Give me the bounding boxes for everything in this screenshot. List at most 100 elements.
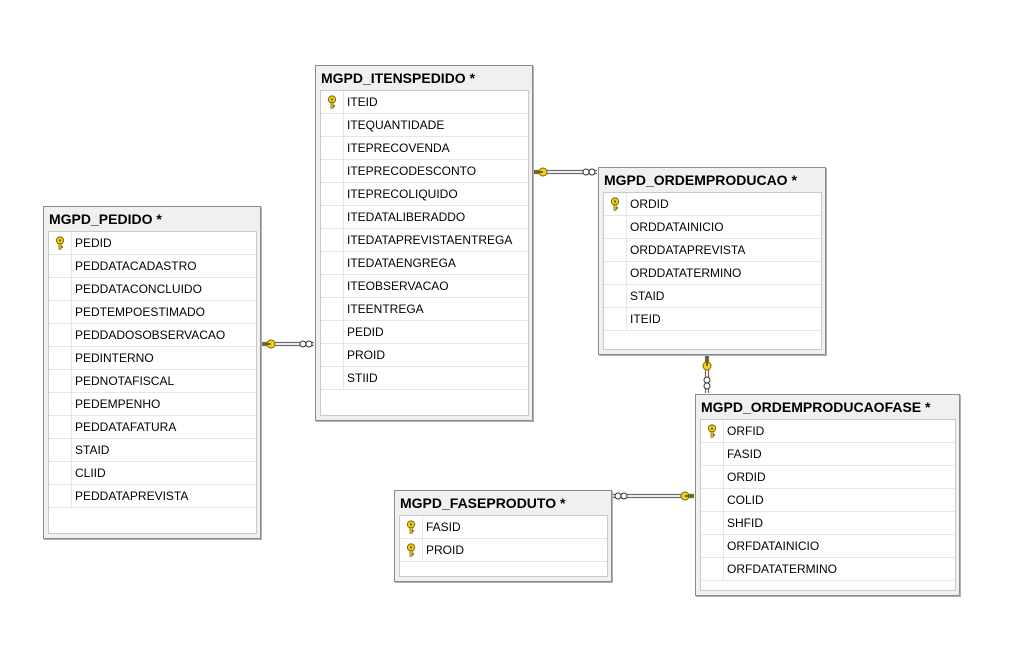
column-row[interactable]: ITEDATAENGREGA [321, 252, 528, 275]
row-selector[interactable] [49, 439, 72, 461]
column-row[interactable]: PROID [321, 344, 528, 367]
column-row[interactable]: ITEOBSERVACAO [321, 275, 528, 298]
row-selector[interactable] [49, 462, 72, 484]
row-selector[interactable] [321, 137, 344, 159]
column-row[interactable]: PEDID [321, 321, 528, 344]
column-name: ITEID [347, 95, 378, 109]
row-selector[interactable] [604, 193, 627, 215]
column-row[interactable]: PEDTEMPOESTIMADO [49, 301, 256, 324]
row-selector[interactable] [321, 252, 344, 274]
row-selector[interactable] [701, 466, 724, 488]
column-row[interactable]: STIID [321, 367, 528, 390]
column-row[interactable]: FASID [400, 516, 607, 539]
row-selector[interactable] [400, 516, 423, 538]
column-row[interactable]: PEDDATAPREVISTA [49, 485, 256, 508]
column-row[interactable]: FASID [701, 443, 955, 466]
row-selector[interactable] [321, 321, 344, 343]
relationship-ordemproducao-itenspedido [534, 167, 597, 177]
row-selector[interactable] [321, 229, 344, 251]
column-name: ITEENTREGA [347, 302, 424, 316]
table-ordemproducao[interactable]: MGPD_ORDEMPRODUCAO * ORDID ORDDATAINICIO OR… [598, 167, 826, 355]
column-row[interactable]: ITEENTREGA [321, 298, 528, 321]
row-selector[interactable] [701, 535, 724, 557]
column-name: PROID [347, 348, 386, 362]
column-row[interactable]: ITEID [604, 308, 821, 331]
row-selector[interactable] [49, 255, 72, 277]
row-selector[interactable] [49, 370, 72, 392]
row-selector[interactable] [49, 232, 72, 254]
row-selector[interactable] [321, 344, 344, 366]
column-name: PEDID [347, 325, 384, 339]
column-row[interactable]: STAID [49, 439, 256, 462]
column-row[interactable]: ORFDATAINICIO [701, 535, 955, 558]
row-selector[interactable] [604, 285, 627, 307]
column-row[interactable]: PEDEMPENHO [49, 393, 256, 416]
column-row[interactable]: ITEPRECOVENDA [321, 137, 528, 160]
column-row[interactable]: PEDDATACADASTRO [49, 255, 256, 278]
column-row[interactable]: ITEPRECOLIQUIDO [321, 183, 528, 206]
table-title[interactable]: MGPD_FASEPRODUTO * [400, 495, 566, 511]
column-row[interactable]: PEDDATACONCLUIDO [49, 278, 256, 301]
table-title[interactable]: MGPD_PEDIDO * [49, 211, 162, 227]
row-selector[interactable] [49, 324, 72, 346]
column-row[interactable]: PEDNOTAFISCAL [49, 370, 256, 393]
column-row[interactable]: ORDDATAPREVISTA [604, 239, 821, 262]
table-title[interactable]: MGPD_ORDEMPRODUCAOFASE * [701, 399, 931, 415]
column-row[interactable]: PEDDATAFATURA [49, 416, 256, 439]
column-row[interactable]: PEDID [49, 232, 256, 255]
row-selector[interactable] [321, 298, 344, 320]
row-selector[interactable] [701, 443, 724, 465]
column-row[interactable]: ORFID [701, 420, 955, 443]
column-row[interactable]: PEDDADOSOBSERVACAO [49, 324, 256, 347]
row-selector[interactable] [604, 239, 627, 261]
row-selector[interactable] [49, 278, 72, 300]
row-selector[interactable] [321, 367, 344, 389]
row-selector[interactable] [701, 489, 724, 511]
column-row[interactable]: ORDID [604, 193, 821, 216]
row-selector[interactable] [321, 183, 344, 205]
column-name: ORDID [727, 470, 766, 484]
column-row[interactable]: ITEPRECODESCONTO [321, 160, 528, 183]
column-row[interactable]: PEDINTERNO [49, 347, 256, 370]
column-row[interactable]: ORDDATAINICIO [604, 216, 821, 239]
column-row[interactable]: ORDDATATERMINO [604, 262, 821, 285]
column-name: COLID [727, 493, 764, 507]
column-name: ORDDATAINICIO [630, 220, 724, 234]
column-name: ITEOBSERVACAO [347, 279, 449, 293]
row-selector[interactable] [49, 347, 72, 369]
row-selector[interactable] [49, 393, 72, 415]
table-title[interactable]: MGPD_ITENSPEDIDO * [321, 70, 476, 86]
row-selector[interactable] [321, 206, 344, 228]
column-row[interactable]: ITEDATAPREVISTAENTREGA [321, 229, 528, 252]
row-selector[interactable] [49, 301, 72, 323]
row-selector[interactable] [604, 262, 627, 284]
column-row[interactable]: PROID [400, 539, 607, 562]
row-selector[interactable] [321, 275, 344, 297]
column-row[interactable]: COLID [701, 489, 955, 512]
row-selector[interactable] [49, 416, 72, 438]
row-selector[interactable] [321, 160, 344, 182]
column-row[interactable]: CLIID [49, 462, 256, 485]
column-row[interactable]: ITEDATALIBERADDO [321, 206, 528, 229]
row-selector[interactable] [701, 558, 724, 580]
table-title[interactable]: MGPD_ORDEMPRODUCAO * [604, 172, 797, 188]
relationship-faseproduto-ordemproducaofase [613, 491, 694, 501]
row-selector[interactable] [321, 114, 344, 136]
row-selector[interactable] [400, 539, 423, 561]
column-row[interactable]: STAID [604, 285, 821, 308]
row-selector[interactable] [604, 216, 627, 238]
column-row[interactable]: SHFID [701, 512, 955, 535]
column-row[interactable]: ITEQUANTIDADE [321, 114, 528, 137]
row-selector[interactable] [701, 512, 724, 534]
column-row[interactable]: ORDID [701, 466, 955, 489]
row-selector[interactable] [49, 485, 72, 507]
column-row[interactable]: ORFDATATERMINO [701, 558, 955, 581]
row-selector[interactable] [321, 91, 344, 113]
row-selector[interactable] [604, 308, 627, 330]
column-row[interactable]: ITEID [321, 91, 528, 114]
row-selector[interactable] [701, 420, 724, 442]
